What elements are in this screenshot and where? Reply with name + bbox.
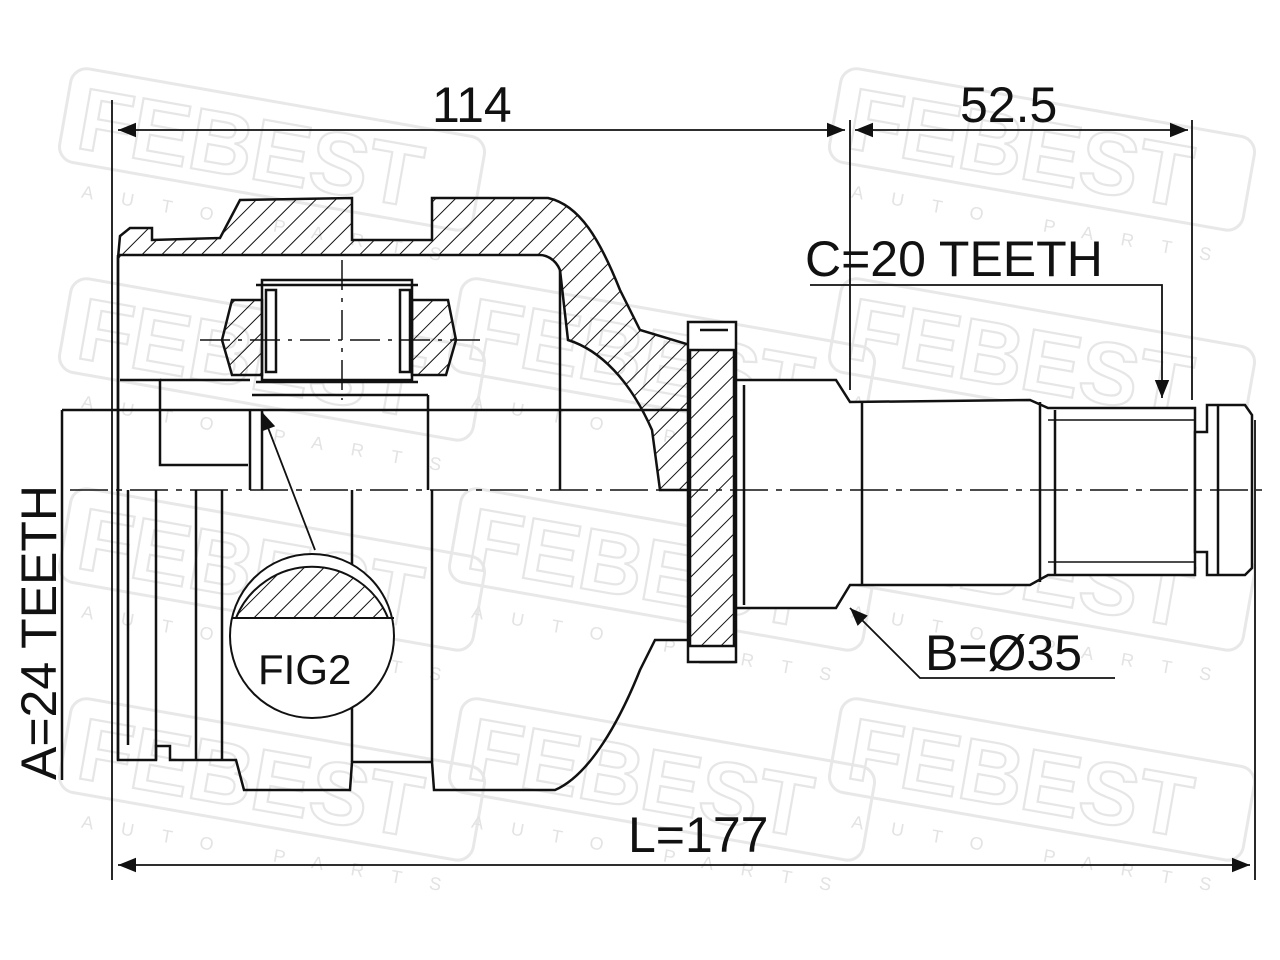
- label-b-diameter: B=Ø35: [925, 625, 1082, 681]
- label-a-teeth: A=24 TEETH: [11, 485, 67, 780]
- bearing-cage: [260, 278, 414, 382]
- housing: [60, 196, 738, 792]
- shaft: [734, 378, 1254, 610]
- dimension-lines: [61, 100, 1256, 880]
- label-c-teeth: C=20 TEETH: [805, 231, 1103, 287]
- dim-52-5: 52.5: [960, 77, 1057, 133]
- label-length: L=177: [628, 807, 768, 863]
- dim-114: 114: [432, 77, 512, 133]
- housing-outline: [116, 258, 737, 792]
- fig2-detail: FIG2: [229, 553, 395, 719]
- fig2-label: FIG2: [258, 646, 351, 693]
